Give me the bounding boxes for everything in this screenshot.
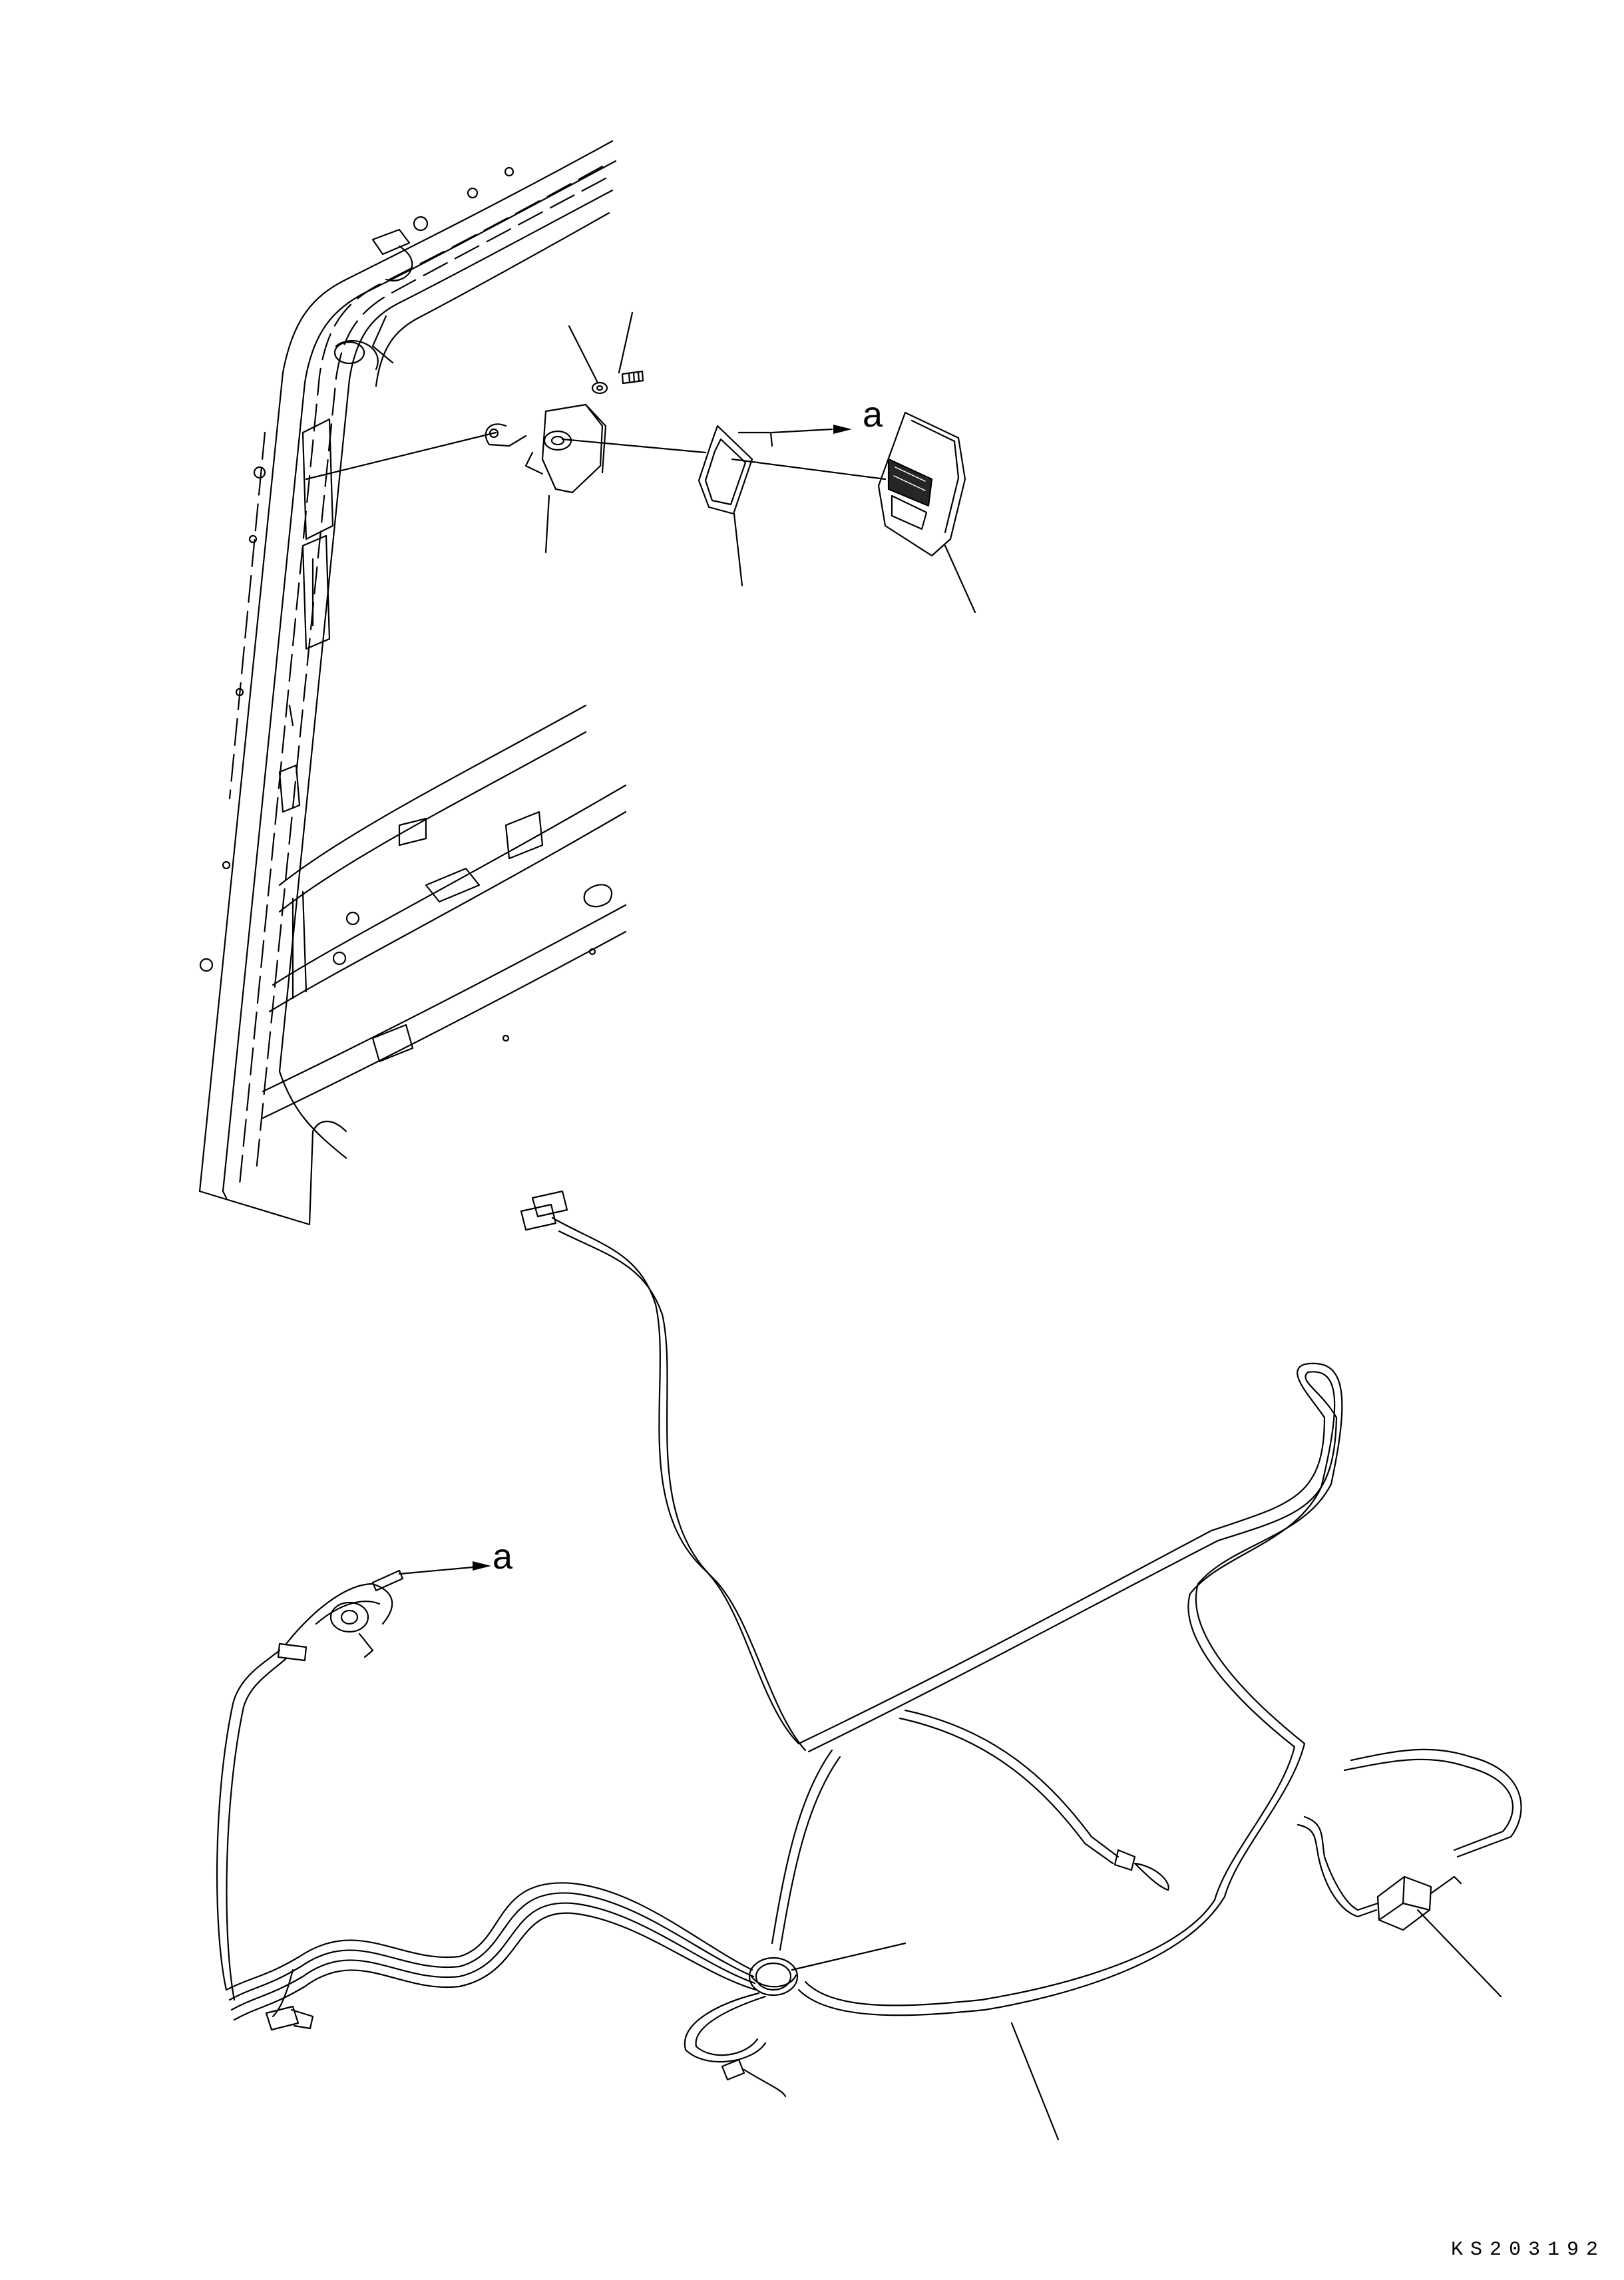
drawing-code: KS203192	[1451, 2239, 1606, 2261]
callout-a-bottom: a	[493, 1537, 513, 1577]
arrow-a-top	[833, 425, 852, 434]
monitor-bracket	[485, 403, 607, 494]
arrow-a-bottom	[473, 1561, 491, 1571]
callout-a-top: a	[863, 395, 883, 435]
wiring-harness	[216, 1190, 1522, 2098]
monitor	[877, 411, 966, 557]
gasket-plate	[698, 425, 773, 515]
grommet	[748, 1957, 799, 1996]
leader-lines-bottom	[791, 1909, 1502, 2141]
bolt	[621, 370, 644, 385]
cab-frame	[198, 140, 627, 1226]
leader-lines-top	[305, 311, 976, 614]
washer	[591, 381, 608, 395]
